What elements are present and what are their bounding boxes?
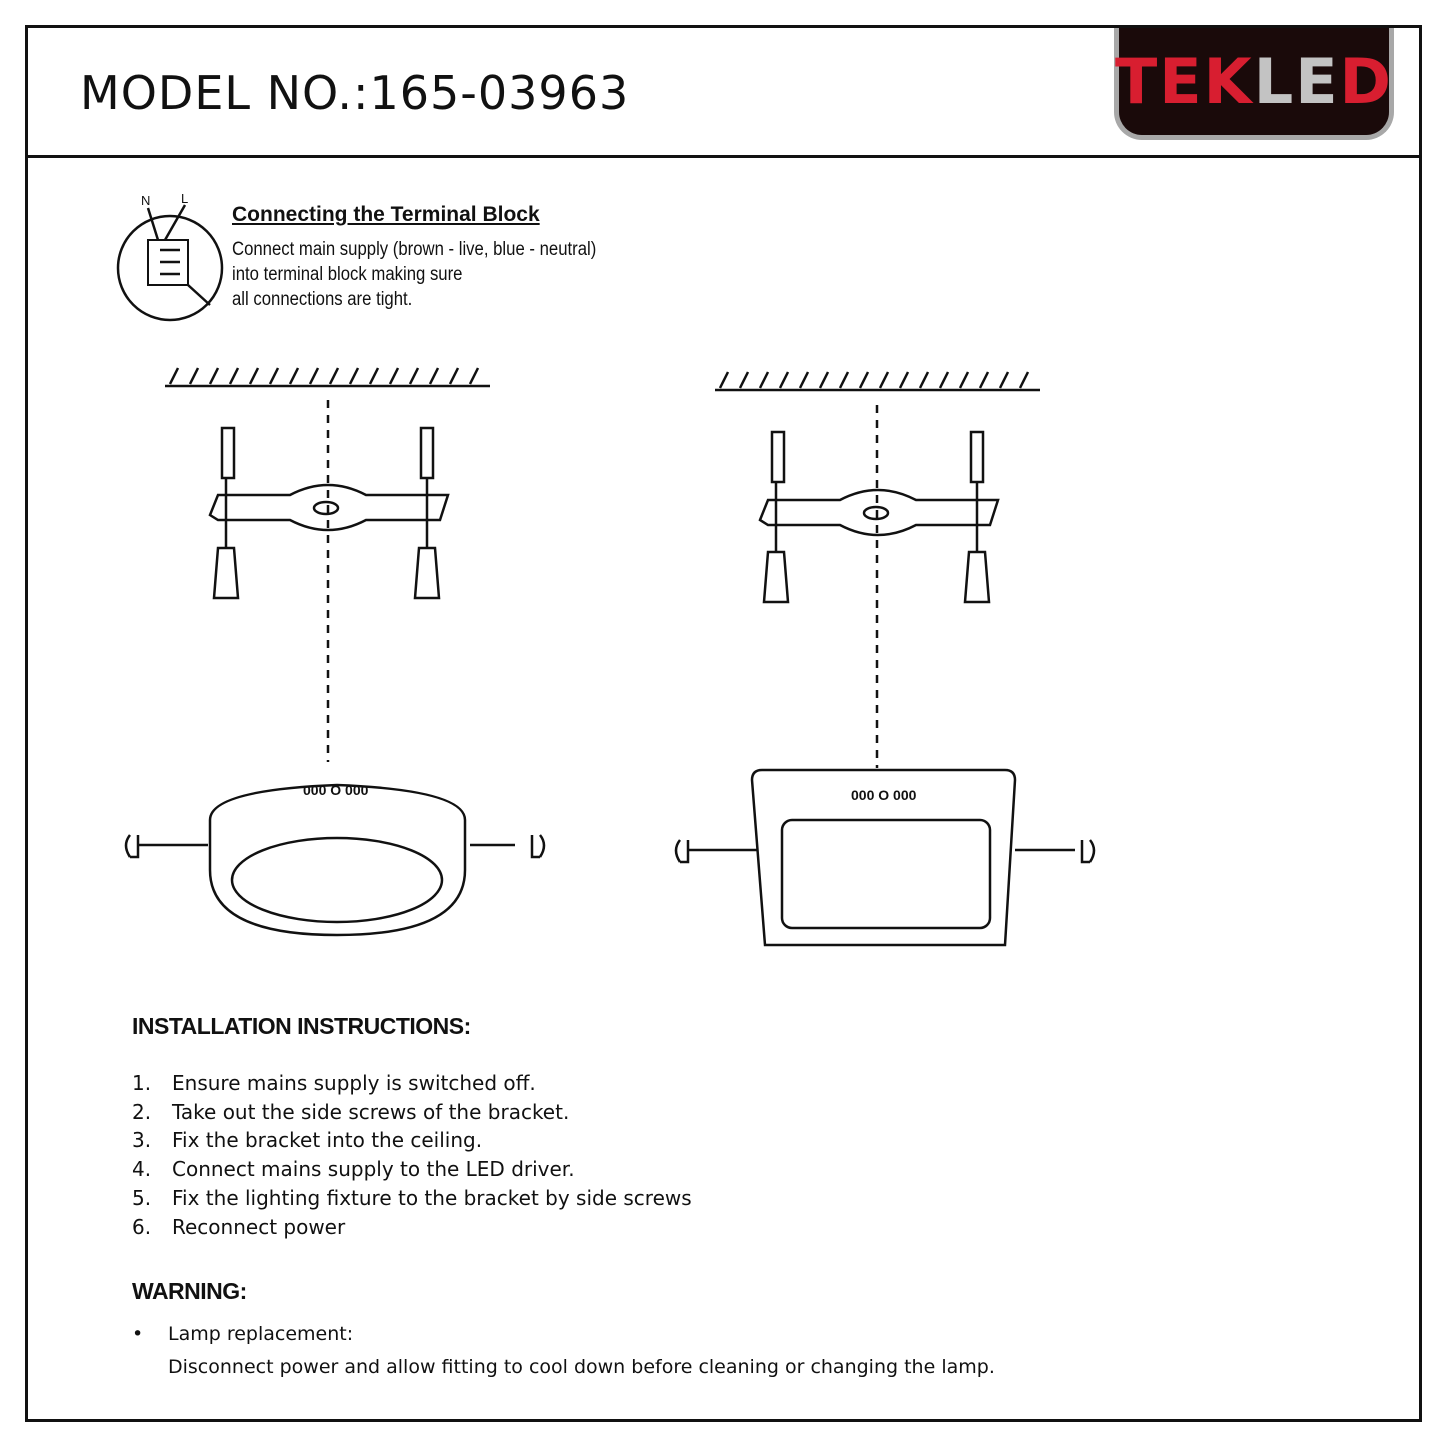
ceiling-right xyxy=(715,371,1040,392)
warning-text: •Lamp replacement: Disconnect power and … xyxy=(132,1323,995,1378)
terminal-block-title: Connecting the Terminal Block xyxy=(232,203,540,226)
warning-heading: WARNING: xyxy=(132,1278,247,1304)
model-number: MODEL NO.:165-03963 xyxy=(80,66,630,120)
svg-text:000 O 000: 000 O 000 xyxy=(303,782,369,798)
installation-steps: 1.Ensure mains supply is switched off. 2… xyxy=(132,1069,692,1241)
square-fixture: 000 O 000 xyxy=(674,768,1096,947)
ceiling-left xyxy=(165,367,490,388)
round-fixture: 000 O 000 xyxy=(124,782,546,937)
svg-text:L: L xyxy=(181,191,188,206)
step-item: 2.Take out the side screws of the bracke… xyxy=(132,1099,570,1124)
step-item: 4.Connect mains supply to the LED driver… xyxy=(132,1157,575,1182)
step-item: 3.Fix the bracket into the ceiling. xyxy=(132,1128,483,1153)
terminal-block-icon: N L xyxy=(116,191,224,322)
terminal-block-text: Connect main supply (brown - live, blue … xyxy=(232,239,597,310)
step-item: 6.Reconnect power xyxy=(132,1214,346,1239)
page-border xyxy=(25,25,1422,1422)
step-item: 1.Ensure mains supply is switched off. xyxy=(132,1071,536,1095)
svg-text:N: N xyxy=(141,193,150,208)
svg-text:000 O 000: 000 O 000 xyxy=(851,787,917,803)
header-divider xyxy=(25,155,1422,158)
step-item: 5.Fix the lighting fixture to the bracke… xyxy=(132,1185,692,1210)
bracket-right xyxy=(758,430,1000,604)
installation-heading: INSTALLATION INSTRUCTIONS: xyxy=(132,1013,471,1039)
bracket-left xyxy=(208,426,450,600)
